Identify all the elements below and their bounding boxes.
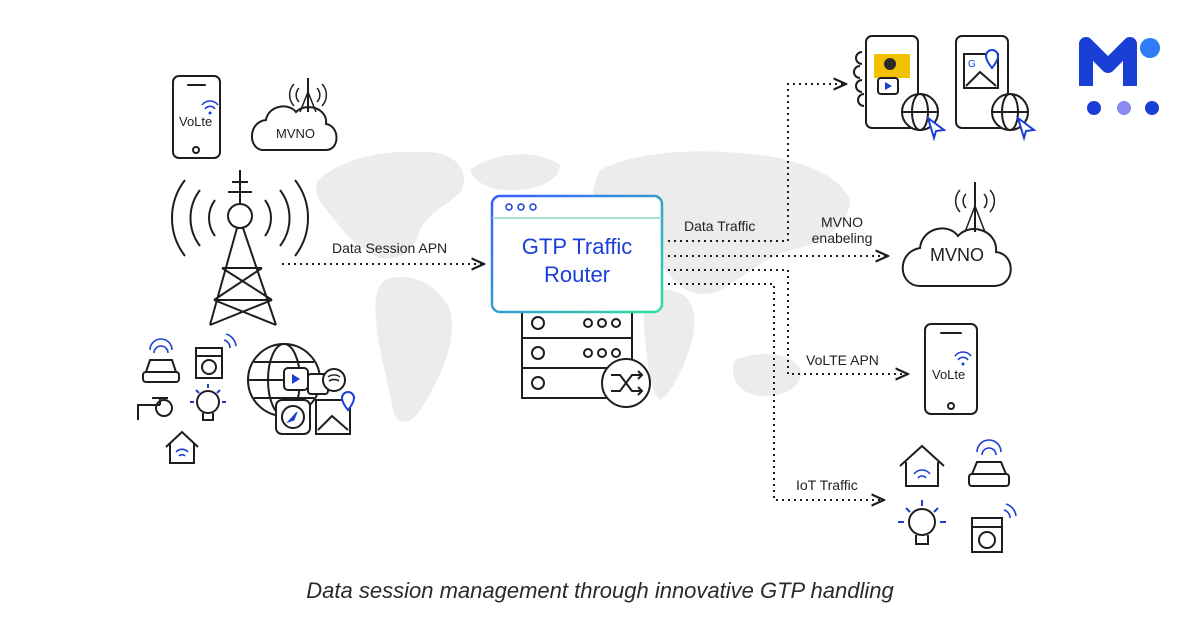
volte-apn-label: VoLTE APN [806, 352, 879, 368]
iot-traffic-label: IoT Traffic [796, 477, 858, 493]
volte-phone-icon-right [924, 323, 978, 415]
cell-tower-icon [171, 170, 309, 326]
volte-phone-label: VoLte [179, 114, 213, 129]
volte-phone-icon [172, 75, 221, 159]
right-connectors [668, 84, 908, 500]
brand-logo [1079, 37, 1160, 115]
mvno-cloud-icon [251, 78, 338, 151]
mvno-cloud-label-right: MVNO [930, 245, 984, 265]
mvno-enabling-label: MVNO enabeling [811, 214, 873, 246]
volte-phone-label-right: VoLte [932, 367, 966, 382]
globe-cursor-icon [901, 93, 947, 142]
globe-cursor-icon [991, 93, 1037, 142]
internet-apps-icons [247, 343, 356, 435]
diagram-caption: Data session management through innovati… [306, 578, 894, 603]
car-icon [968, 439, 1010, 487]
smart-home-icon [899, 444, 945, 487]
water-tap-icon [137, 397, 173, 420]
light-bulb-icon [190, 384, 226, 421]
streaming-phone-icon [853, 35, 947, 142]
smart-home-icon [165, 430, 199, 464]
light-bulb-icon [898, 500, 946, 545]
washing-machine-icon [195, 333, 237, 379]
left-iot-icons [137, 333, 237, 464]
data-traffic-label: Data Traffic [684, 218, 756, 234]
gtp-router-title: GTP Traffic Router [521, 234, 633, 287]
car-icon [142, 338, 180, 383]
right-iot-icons [898, 439, 1017, 553]
washing-machine-icon [971, 503, 1017, 553]
data-session-apn-label: Data Session APN [332, 240, 448, 256]
svg-text:G: G [968, 59, 976, 70]
mvno-cloud-label: MVNO [276, 126, 315, 141]
mvno-cloud-icon-right [901, 182, 1012, 287]
maps-phone-icon: G [955, 35, 1037, 142]
shuffle-icon [601, 358, 651, 408]
gtp-router-box [490, 194, 664, 314]
